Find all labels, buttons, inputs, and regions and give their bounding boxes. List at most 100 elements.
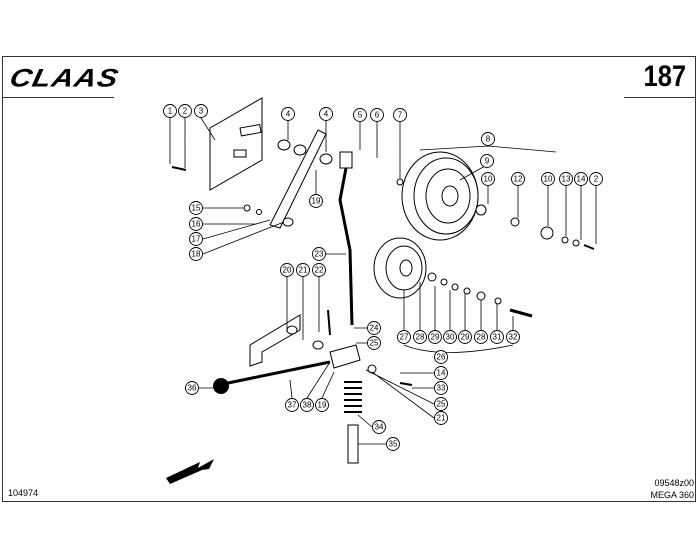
part-callout[interactable]: 21 bbox=[296, 263, 310, 277]
callout-label: 34 bbox=[375, 423, 384, 432]
part-callout[interactable]: 12 bbox=[511, 172, 525, 186]
part-callout[interactable]: 37 bbox=[285, 398, 299, 412]
callout-circle bbox=[189, 201, 203, 215]
part-callout[interactable]: 28 bbox=[413, 330, 427, 344]
part-callout[interactable]: 22 bbox=[312, 263, 326, 277]
part-callout[interactable]: 19 bbox=[309, 194, 323, 208]
callout-label: 10 bbox=[484, 175, 493, 184]
part-callout[interactable]: 20 bbox=[280, 263, 294, 277]
part-callout[interactable]: 29 bbox=[428, 330, 442, 344]
part-callout[interactable]: 38 bbox=[300, 398, 314, 412]
callout-circle bbox=[480, 154, 494, 168]
document-number: 104974 bbox=[8, 488, 39, 498]
part-callout[interactable]: 10 bbox=[541, 172, 555, 186]
callout-label: 24 bbox=[370, 324, 379, 333]
part-callout[interactable]: 36 bbox=[185, 381, 199, 395]
part-callout[interactable]: 33 bbox=[434, 381, 448, 395]
callout-label: 32 bbox=[509, 333, 518, 342]
part-callout[interactable]: 24 bbox=[367, 321, 381, 335]
part-callout[interactable]: 14 bbox=[574, 172, 588, 186]
callout-circle bbox=[367, 336, 381, 350]
callout-circle bbox=[434, 350, 448, 364]
callout-label: 28 bbox=[477, 333, 486, 342]
callout-circle bbox=[428, 330, 442, 344]
part-callout[interactable]: 10 bbox=[481, 172, 495, 186]
idler-pulley bbox=[373, 237, 427, 299]
part-callout[interactable]: 13 bbox=[559, 172, 573, 186]
part-callout[interactable]: 4 bbox=[319, 107, 333, 121]
part-callout[interactable]: 15 bbox=[189, 201, 203, 215]
callout-label: 5 bbox=[358, 111, 363, 120]
part-callout[interactable]: 29 bbox=[458, 330, 472, 344]
callout-circle bbox=[474, 330, 488, 344]
part-callout[interactable]: 26 bbox=[434, 350, 448, 364]
part-callout[interactable]: 27 bbox=[397, 330, 411, 344]
callout-circle bbox=[481, 172, 495, 186]
callout-label: 20 bbox=[283, 266, 292, 275]
part-callout[interactable]: 35 bbox=[386, 437, 400, 451]
callout-circle bbox=[434, 397, 448, 411]
callout-circle bbox=[280, 263, 294, 277]
callout-label: 37 bbox=[288, 401, 297, 410]
part-callout[interactable]: 16 bbox=[189, 217, 203, 231]
callout-circle bbox=[397, 330, 411, 344]
callout-label: 10 bbox=[544, 175, 553, 184]
part-callout[interactable]: 9 bbox=[480, 154, 494, 168]
callout-label: 25 bbox=[437, 400, 446, 409]
part-callout[interactable]: 28 bbox=[474, 330, 488, 344]
part-callout[interactable]: 23 bbox=[312, 247, 326, 261]
callout-label: 1 bbox=[168, 107, 173, 116]
callout-circle bbox=[386, 437, 400, 451]
part-callout[interactable]: 2 bbox=[589, 172, 603, 186]
part-callout[interactable]: 8 bbox=[481, 132, 495, 146]
callout-label: 29 bbox=[431, 333, 440, 342]
part-callout[interactable]: 32 bbox=[506, 330, 520, 344]
callout-label: 13 bbox=[562, 175, 571, 184]
callout-label: 36 bbox=[188, 384, 197, 393]
callout-label: 14 bbox=[437, 369, 446, 378]
callout-circle bbox=[189, 217, 203, 231]
callout-label: 23 bbox=[315, 250, 324, 259]
callout-circle bbox=[163, 104, 177, 118]
part-callout[interactable]: 1 bbox=[163, 104, 177, 118]
part-callout[interactable]: 6 bbox=[370, 108, 384, 122]
part-callout[interactable]: 2 bbox=[178, 104, 192, 118]
callout-label: 4 bbox=[324, 110, 329, 119]
part-callout[interactable]: 34 bbox=[372, 420, 386, 434]
callout-label: 21 bbox=[437, 414, 446, 423]
part-callout[interactable]: 3 bbox=[194, 104, 208, 118]
part-callout[interactable]: 4 bbox=[281, 107, 295, 121]
callout-label: 27 bbox=[400, 333, 409, 342]
part-callout[interactable]: 25 bbox=[434, 397, 448, 411]
part-callout[interactable]: 21 bbox=[434, 411, 448, 425]
part-callout[interactable]: 17 bbox=[189, 232, 203, 246]
callout-circle bbox=[574, 172, 588, 186]
part-callout[interactable]: 25 bbox=[367, 336, 381, 350]
divider bbox=[2, 97, 114, 98]
callout-label: 6 bbox=[375, 111, 380, 120]
drawing-number: 09548z00 bbox=[654, 478, 694, 488]
part-callout[interactable]: 7 bbox=[393, 108, 407, 122]
callout-circle bbox=[393, 108, 407, 122]
callout-label: 14 bbox=[577, 175, 586, 184]
drawing-frame bbox=[2, 56, 696, 502]
callout-circle bbox=[178, 104, 192, 118]
callout-label: 28 bbox=[416, 333, 425, 342]
callout-circle bbox=[189, 232, 203, 246]
part-callout[interactable]: 18 bbox=[189, 247, 203, 261]
part-callout[interactable]: 31 bbox=[490, 330, 504, 344]
callout-label: 30 bbox=[446, 333, 455, 342]
callout-label: 12 bbox=[514, 175, 523, 184]
callout-circle bbox=[312, 263, 326, 277]
part-callout[interactable]: 5 bbox=[353, 108, 367, 122]
callout-label: 15 bbox=[192, 204, 201, 213]
part-callout[interactable]: 14 bbox=[434, 366, 448, 380]
callout-circle bbox=[434, 381, 448, 395]
part-callout[interactable]: 19 bbox=[315, 398, 329, 412]
callout-label: 19 bbox=[318, 401, 327, 410]
divider bbox=[624, 97, 696, 98]
callout-label: 2 bbox=[183, 107, 188, 116]
part-callout[interactable]: 30 bbox=[443, 330, 457, 344]
callout-circle bbox=[490, 330, 504, 344]
